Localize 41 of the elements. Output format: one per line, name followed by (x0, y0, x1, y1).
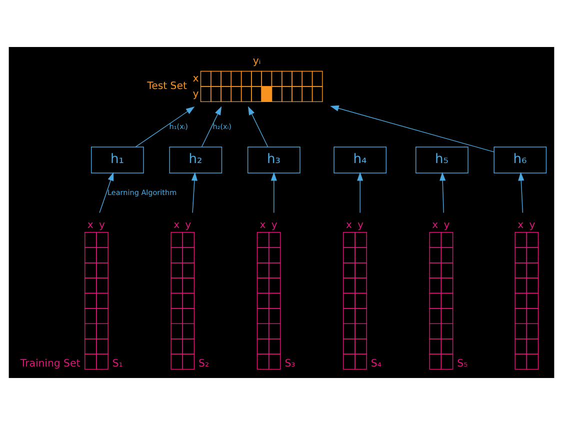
node-label: x (346, 220, 352, 231)
node-box: h₃ (247, 146, 300, 173)
edge-label: Learning Algorithm (108, 187, 177, 196)
node-label: S₂ (198, 358, 210, 370)
node-label: S₄ (370, 358, 382, 370)
arrow (518, 172, 524, 213)
node-label: x (432, 220, 438, 231)
node-label: y (444, 220, 450, 231)
arrow (330, 104, 494, 152)
edge-label: h₁(xᵢ) (169, 121, 188, 130)
arrow (99, 172, 114, 213)
node-label: Training Set (20, 358, 80, 370)
arrow (191, 172, 198, 213)
node-box: h₄ (334, 146, 387, 173)
node-label: y (358, 220, 364, 231)
node-label: x (518, 220, 524, 231)
node-label: x (87, 220, 94, 231)
node-label: x (192, 73, 199, 84)
arrow (357, 172, 364, 213)
arrow (135, 106, 195, 147)
node-label: S₅ (457, 358, 468, 370)
node-label: y (192, 88, 199, 100)
node-label: y (529, 220, 536, 231)
node-box: h₁ (91, 146, 144, 173)
node-box: h₅ (416, 146, 468, 173)
arrow (248, 106, 268, 147)
node-label: S₃ (284, 358, 296, 370)
node-box: h₆ (494, 146, 547, 173)
node-label: yᵢ (252, 56, 261, 67)
node-label: S₁ (112, 358, 123, 370)
arrow (270, 172, 277, 213)
node-label: y (271, 220, 278, 231)
node-label: y (98, 220, 105, 231)
node-label: x (174, 220, 180, 231)
node-label: y (185, 220, 192, 231)
node-label: Test Set (147, 80, 187, 92)
node-box: h₂ (169, 146, 222, 173)
arrow (201, 106, 222, 147)
edge-label: h₂(xᵢ) (212, 121, 232, 130)
arrow (440, 172, 446, 213)
node-label: x (260, 220, 266, 231)
